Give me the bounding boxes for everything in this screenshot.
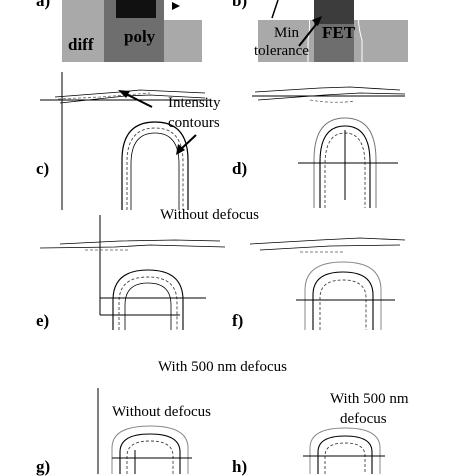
intensity-arrow-1 bbox=[123, 92, 153, 108]
intensity-label-1: Intensity bbox=[168, 95, 221, 111]
h-panel-label-2: defocus bbox=[340, 411, 387, 427]
f-contour-mid bbox=[312, 271, 374, 330]
c-contour-outer bbox=[121, 121, 189, 210]
h-contour-inner bbox=[324, 442, 366, 474]
c-top-contour-3 bbox=[57, 92, 151, 100]
panel-g-plot bbox=[97, 388, 192, 474]
panel-f-plot bbox=[249, 237, 406, 330]
panel-label-f: f) bbox=[232, 311, 244, 330]
arrowhead-icon-c2 bbox=[176, 144, 185, 155]
h-contour-mid bbox=[317, 435, 373, 474]
panel-label-e: e) bbox=[36, 311, 50, 330]
panel-e-plot bbox=[39, 215, 226, 330]
g-contour-mid bbox=[119, 433, 181, 474]
layout-a bbox=[62, 0, 202, 62]
d-contour-outer bbox=[313, 117, 377, 208]
contour-b-left bbox=[305, 3, 311, 62]
panel-c-plot bbox=[40, 72, 210, 210]
layout-b bbox=[258, 0, 408, 62]
panel-d-plot bbox=[252, 86, 406, 208]
g-contour-outer bbox=[111, 425, 189, 474]
intensity-label-2: contours bbox=[168, 115, 220, 131]
c-top-contour-2 bbox=[59, 94, 206, 104]
gate-black bbox=[116, 0, 156, 18]
h-panel-label-1: With 500 nm bbox=[330, 391, 409, 407]
panel-label-g: g) bbox=[36, 457, 51, 476]
diff-label: diff bbox=[68, 35, 94, 54]
e-top-contour-2 bbox=[39, 244, 226, 249]
arrowhead-icon bbox=[172, 2, 180, 10]
poly-label: poly bbox=[124, 27, 156, 46]
g-panel-label: Without defocus bbox=[112, 404, 211, 420]
min-tol-arrow bbox=[298, 21, 319, 47]
f-contour-outer bbox=[304, 261, 382, 330]
e-top-contour-1 bbox=[59, 239, 221, 245]
panel-label-a: a) bbox=[36, 0, 51, 10]
h-contour-outer bbox=[309, 427, 381, 474]
intensity-arrow-2 bbox=[179, 134, 197, 151]
panel-label-h: h) bbox=[232, 457, 248, 476]
panel-label-c: c) bbox=[36, 159, 50, 178]
min-tol-label-1: Min bbox=[274, 25, 300, 41]
f-contour-inner bbox=[319, 279, 367, 330]
c-contour-mid bbox=[126, 127, 184, 210]
diff-upper bbox=[62, 0, 104, 20]
d-contour-mid bbox=[319, 125, 371, 208]
arrowhead-icon-b bbox=[312, 16, 322, 26]
fet-label: FET bbox=[322, 23, 356, 42]
f-top-contour-2 bbox=[259, 244, 401, 251]
d-top-contour-3 bbox=[309, 99, 356, 103]
e-contour-outer bbox=[112, 269, 184, 330]
contour-b-right bbox=[357, 3, 363, 62]
min-tol-leader bbox=[271, 0, 279, 19]
e-contour-mid bbox=[118, 276, 178, 330]
caption-without-defocus: Without defocus bbox=[160, 207, 259, 223]
f-top-contour-1 bbox=[249, 237, 406, 245]
panel-h-plot bbox=[303, 427, 385, 474]
panel-label-d: d) bbox=[232, 159, 248, 178]
e-contour-inner bbox=[124, 282, 172, 330]
caption-with-defocus: With 500 nm defocus bbox=[158, 359, 287, 375]
d-top-contour-2 bbox=[257, 92, 406, 101]
d-top-contour-1 bbox=[254, 86, 401, 93]
min-tol-label-2: tolerance bbox=[254, 43, 309, 59]
panel-label-b: b) bbox=[232, 0, 248, 10]
fet-dark bbox=[314, 0, 354, 24]
arrowhead-icon-c1 bbox=[118, 90, 130, 98]
c-contour-inner bbox=[130, 132, 180, 210]
